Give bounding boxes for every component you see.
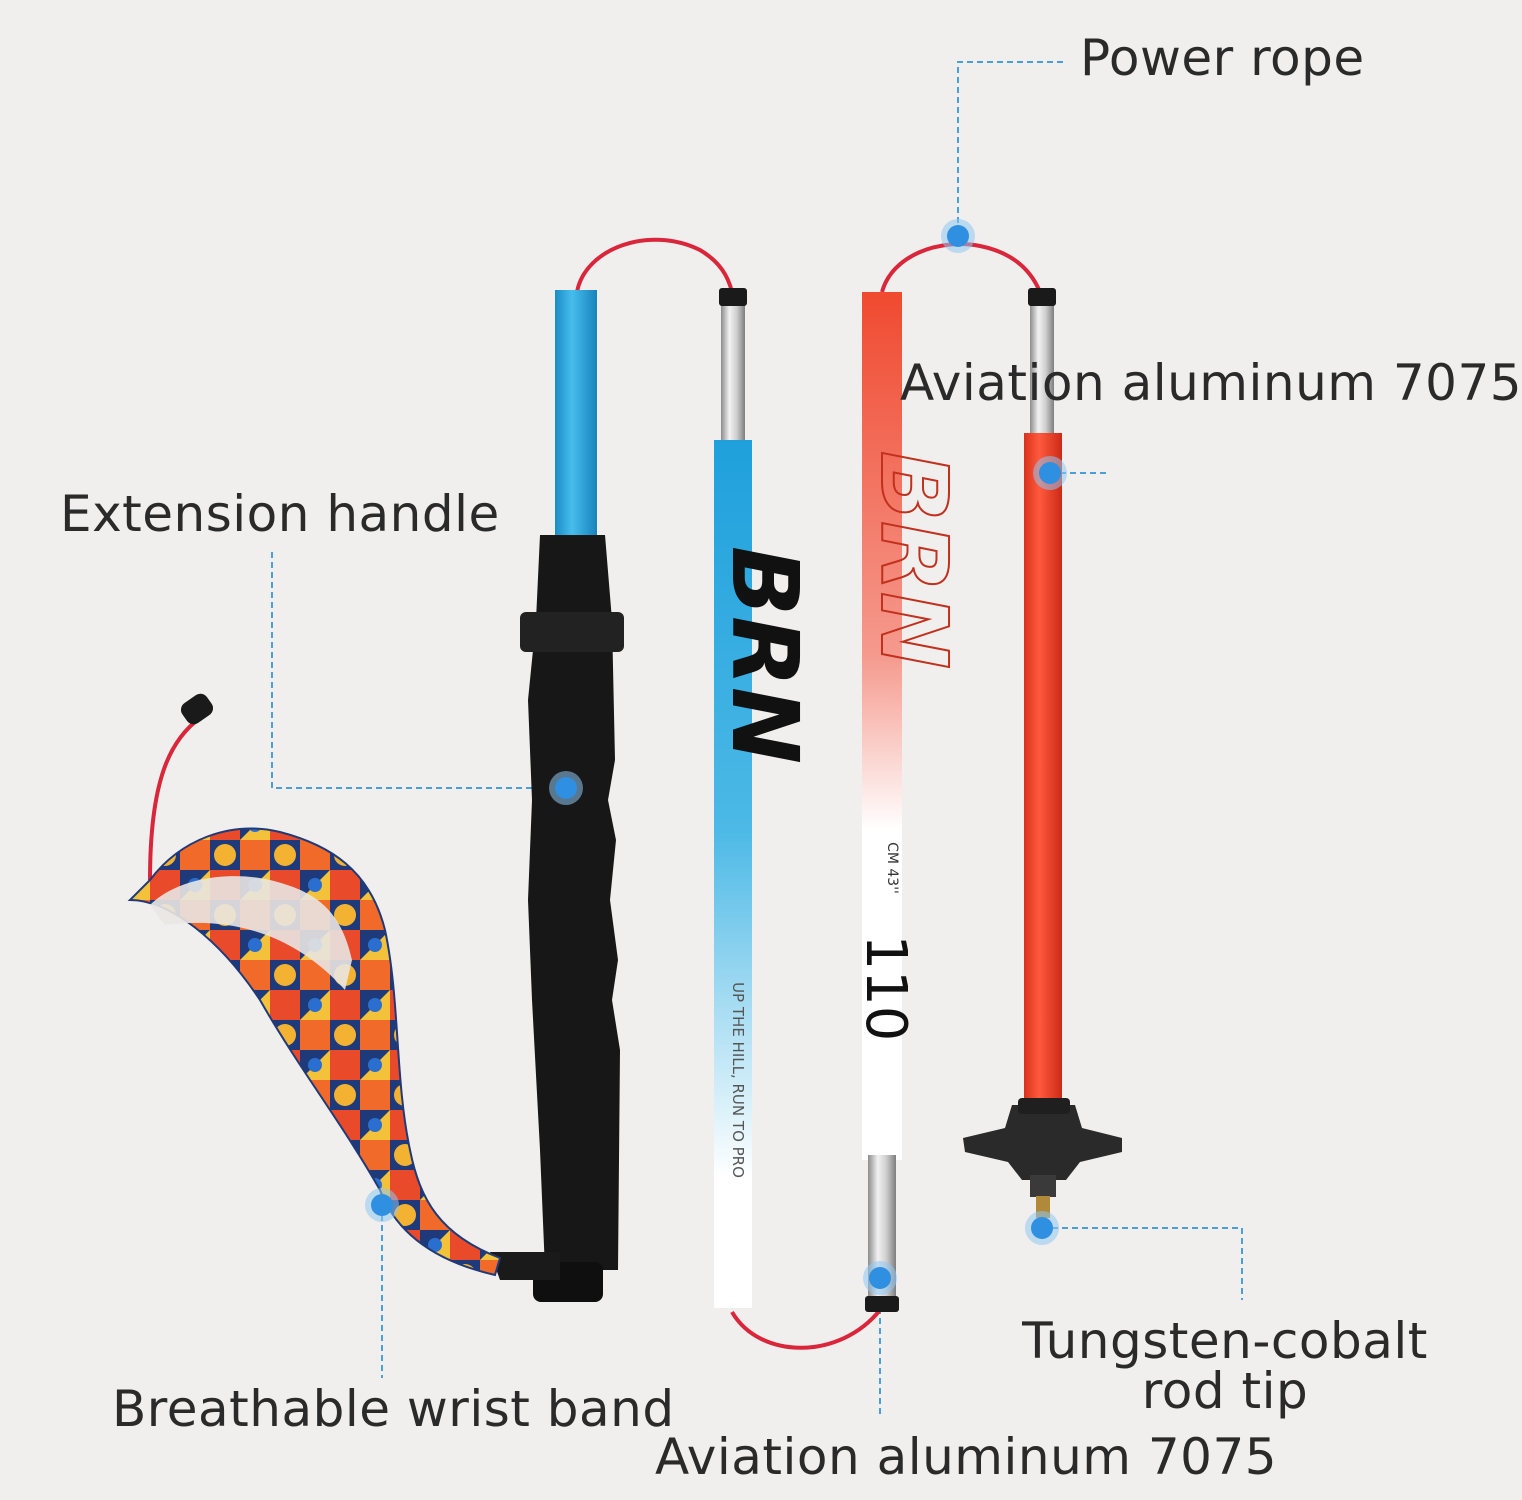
callout-dots (365, 219, 1067, 1295)
silver-tube-2 (721, 292, 745, 442)
grip-strap-band (520, 612, 624, 652)
patterned-strap-icon (127, 827, 502, 1277)
label-tungsten-cobalt-rod-tip: Tungsten-cobalt rod tip (1015, 1316, 1435, 1416)
strap-toggle (180, 693, 214, 725)
label-tungsten-line2: rod tip (1141, 1362, 1309, 1420)
rope-bottom (730, 1308, 882, 1350)
pole-basket-icon (963, 1105, 1122, 1180)
silver-tube-4 (1030, 292, 1054, 437)
label-breathable-wrist-band: Breathable wrist band (112, 1380, 675, 1438)
foam-grip (528, 535, 620, 1270)
label-aviation-aluminum-top: Aviation aluminum 7075 (900, 354, 1522, 412)
callout-dot-icon (1033, 456, 1067, 490)
rope-wrist (148, 716, 202, 881)
callout-dot-icon (1025, 1211, 1059, 1245)
leader-power-rope (957, 61, 1063, 236)
pole-section-blue: BRN UP THE HILL, RUN TO PRO (711, 288, 818, 1308)
blue-tube (555, 290, 597, 552)
blue-fade-tube (714, 440, 752, 1308)
pole-section-tip (963, 288, 1122, 1218)
tip-ferrule (1030, 1175, 1056, 1197)
pole-section-red: BRN CM 43'' 110 (853, 292, 968, 1312)
rope-top-right (880, 242, 1042, 293)
tube-cap-3 (865, 1296, 899, 1312)
label-aviation-aluminum-bottom: Aviation aluminum 7075 (655, 1428, 1278, 1486)
label-power-rope: Power rope (1080, 29, 1365, 87)
slogan-text: UP THE HILL, RUN TO PRO (729, 982, 747, 1178)
label-tungsten-line1: Tungsten-cobalt (1022, 1312, 1428, 1370)
tube-cap-2 (719, 288, 747, 306)
red-fade-tube (862, 292, 902, 1160)
callout-dot-icon (549, 771, 583, 805)
length-text: 110 (853, 935, 918, 1042)
callout-dot-icon (863, 1261, 897, 1295)
callout-dot-icon (941, 219, 975, 253)
leader-tungsten (1042, 1227, 1243, 1300)
rope-top-left (575, 237, 734, 293)
brand-mark-red: BRN (860, 451, 967, 669)
basket-collar (1018, 1098, 1070, 1114)
callout-dot-icon (365, 1188, 399, 1222)
tube-cap-4 (1028, 288, 1056, 306)
red-tube (1024, 433, 1062, 1108)
brand-mark-blue: BRN (711, 546, 818, 764)
leader-extension-handle (271, 552, 566, 789)
length-sub-text: CM 43'' (884, 842, 900, 894)
strap-inner-loop (150, 876, 352, 990)
label-extension-handle: Extension handle (60, 485, 500, 543)
grip-bottom-hook (490, 1252, 560, 1280)
wrist-band (127, 693, 502, 1277)
pole-section-handle (490, 290, 624, 1302)
